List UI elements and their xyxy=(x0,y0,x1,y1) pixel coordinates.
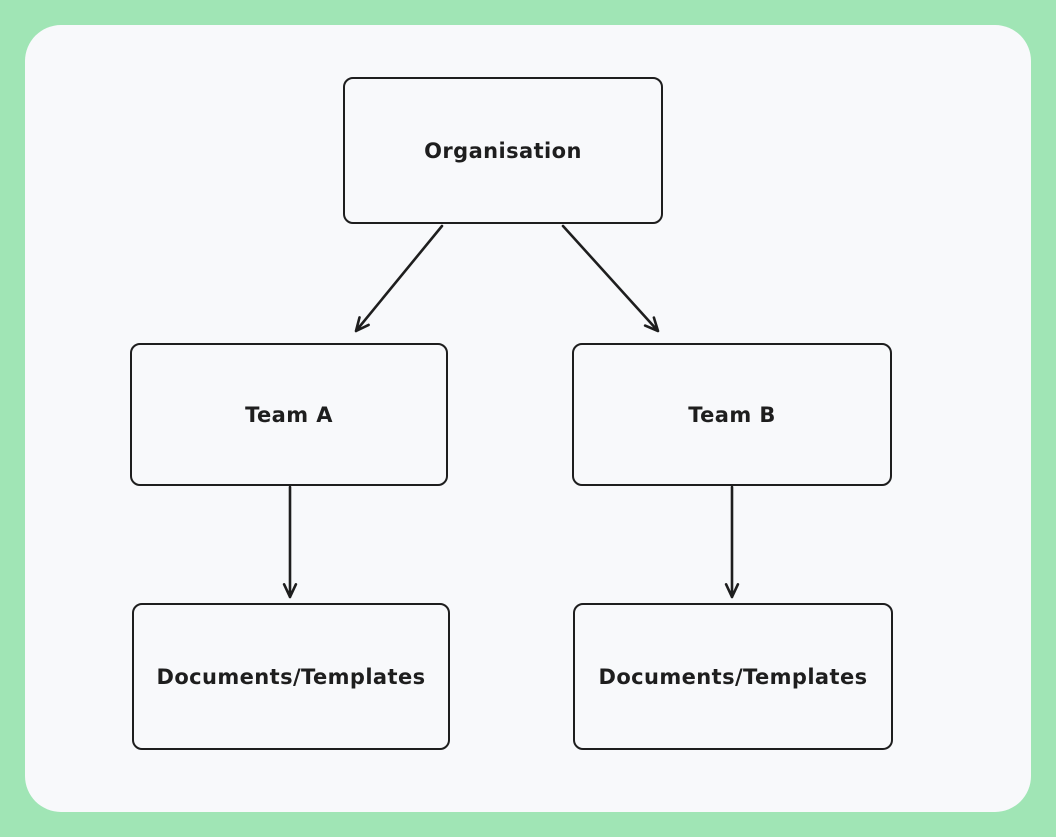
node-documents-templates-a: Documents/Templates xyxy=(132,603,450,750)
node-documents-templates-a-label: Documents/Templates xyxy=(156,664,426,689)
node-organisation: Organisation xyxy=(343,77,663,224)
node-team-b-label: Team B xyxy=(688,402,776,427)
node-team-a: Team A xyxy=(130,343,448,486)
node-organisation-label: Organisation xyxy=(424,138,582,163)
node-documents-templates-b-label: Documents/Templates xyxy=(598,664,868,689)
node-documents-templates-b: Documents/Templates xyxy=(573,603,893,750)
diagram-canvas xyxy=(25,25,1031,812)
node-team-b: Team B xyxy=(572,343,892,486)
node-team-a-label: Team A xyxy=(245,402,333,427)
